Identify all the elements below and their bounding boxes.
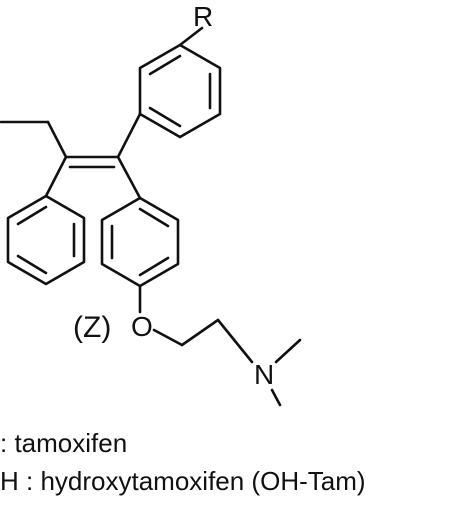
bond-alkene-to-left-ring <box>44 155 68 198</box>
stereo-descriptor: (Z) <box>73 311 111 344</box>
left-ring-double-1 <box>16 205 48 226</box>
lower-ring-double-1 <box>138 207 170 228</box>
lower-ring-double-2 <box>138 256 170 277</box>
top-ring-outline <box>138 43 222 139</box>
bond-alkene-to-lower-ring <box>116 155 142 200</box>
top-phenyl-ring <box>138 43 222 139</box>
top-ring-double-3 <box>148 106 182 128</box>
left-ring-double-3 <box>16 254 48 275</box>
r-substituent-label: R <box>193 1 213 32</box>
legend-line-hydroxytamoxifen: H : hydroxytamoxifen (OH-Tam) <box>0 466 366 496</box>
lower-ring-outline <box>100 196 180 288</box>
n-methyl-bond-2 <box>270 388 282 407</box>
lower-phenyl-ring <box>100 196 180 288</box>
nitrogen-label: N <box>254 359 274 390</box>
legend-line-tamoxifen: : tamoxifen <box>0 428 127 458</box>
left-phenyl-ring <box>6 194 86 286</box>
bond-ch2-to-nitrogen <box>216 318 254 364</box>
bond-top-ring-to-alkene <box>116 112 142 159</box>
bond-ch2-to-ch2 <box>180 318 220 347</box>
top-ring-double-1 <box>148 54 182 76</box>
r-bond <box>178 26 204 47</box>
bond-oxygen-to-ch2 <box>152 328 184 347</box>
ethyl-ch2-bond <box>46 120 68 159</box>
oxygen-label: O <box>131 311 153 342</box>
left-ring-outline <box>6 194 86 286</box>
n-methyl-bond-1 <box>274 338 302 364</box>
